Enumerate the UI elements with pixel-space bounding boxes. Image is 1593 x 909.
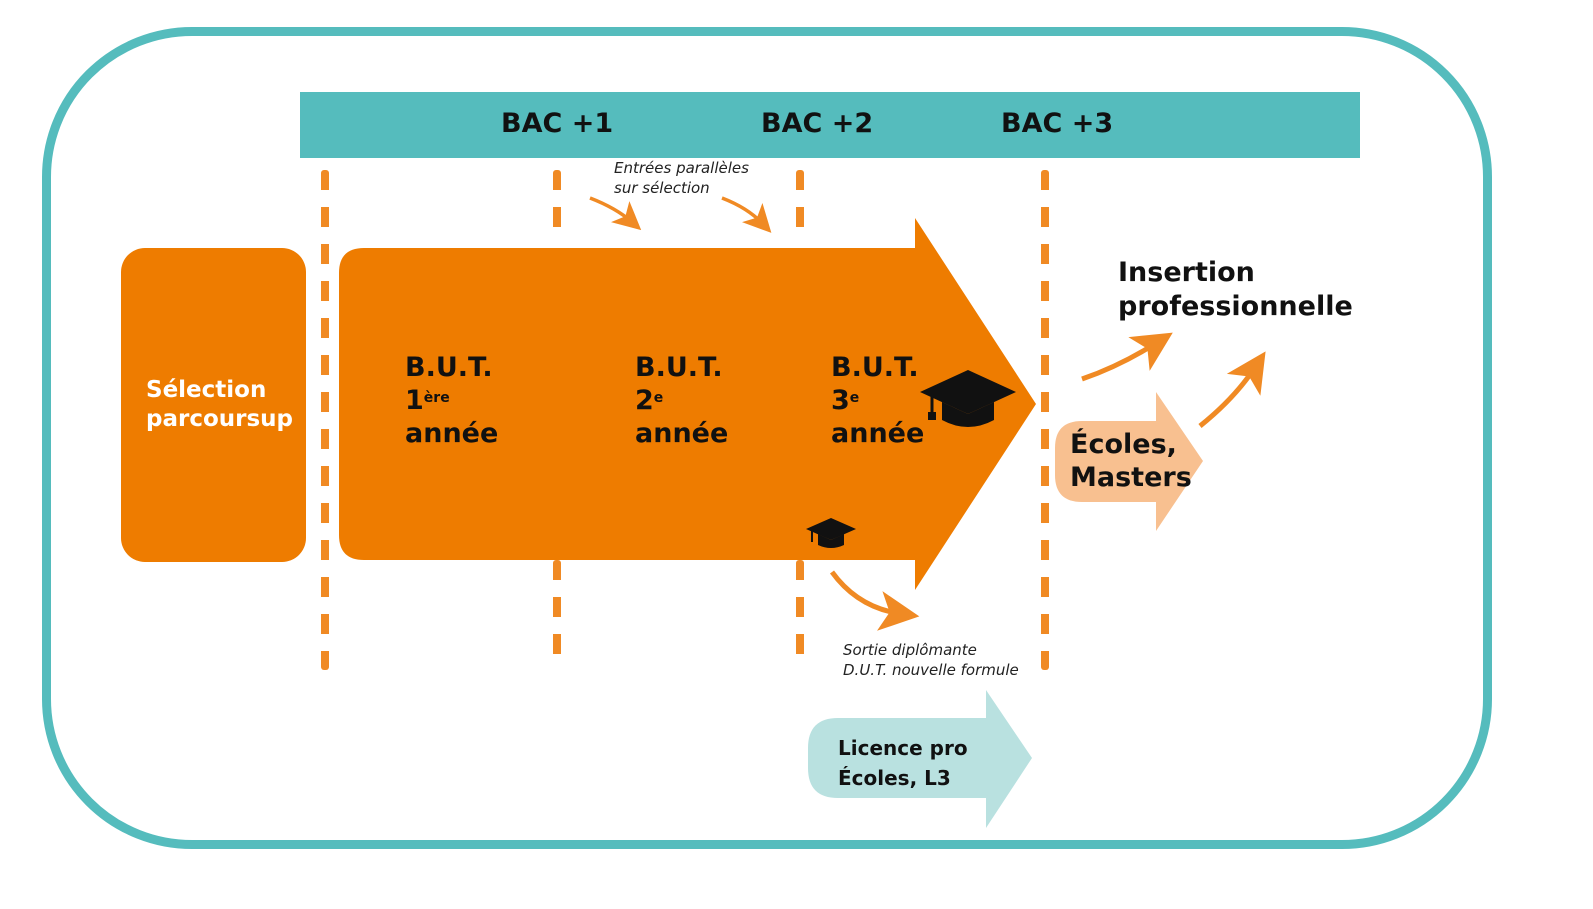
- year-3-suffix: e: [849, 390, 860, 406]
- schools-masters-label: Écoles, Masters: [1070, 428, 1192, 494]
- schools-masters-line-1: Écoles,: [1070, 429, 1177, 460]
- bac-plus-3-label: BAC +3: [1001, 108, 1114, 139]
- graduation-cap-icon: [920, 370, 1016, 427]
- year-2-label: B.U.T. 2e année: [635, 351, 728, 450]
- year-3-word: année: [831, 418, 925, 449]
- licence-line-2: Écoles, L3: [838, 766, 951, 790]
- separator-line-bac3: [1041, 170, 1049, 670]
- insertion-line-2: professionnelle: [1118, 291, 1353, 322]
- selection-label: Sélection parcoursup: [146, 376, 293, 434]
- year-2-ordinal: 2e: [635, 384, 728, 417]
- separator-line-bac2-bottom: [796, 560, 804, 670]
- year-2-word: année: [635, 418, 729, 449]
- parallel-entry-arrow-2: [721, 196, 772, 233]
- year-1-number: 1: [405, 385, 424, 416]
- selection-line-2: parcoursup: [146, 406, 294, 432]
- year-2-suffix: e: [653, 390, 664, 406]
- licence-arrow: [808, 690, 1032, 828]
- bac-level-bar: [300, 92, 1360, 158]
- schools-masters-arrow: [1055, 392, 1203, 531]
- year-2-title: B.U.T.: [635, 352, 723, 383]
- graduating-exit-arrow: [829, 570, 920, 631]
- parallel-entries-note: Entrées parallèles sur sélection: [614, 158, 749, 198]
- insertion-line-1: Insertion: [1118, 257, 1255, 288]
- selection-line-1: Sélection: [146, 377, 267, 403]
- year-2-number: 2: [635, 385, 654, 416]
- separator-line-bac: [321, 170, 329, 670]
- separator-line-bac1-bottom: [553, 560, 561, 670]
- rounded-frame: [42, 27, 1492, 849]
- bac-plus-2-label: BAC +2: [761, 108, 874, 139]
- year-3-ordinal: 3e: [831, 384, 924, 417]
- graduating-exit-line-2: D.U.T. nouvelle formule: [843, 661, 1019, 679]
- but-main-arrow: [339, 218, 1036, 590]
- selection-box: [121, 248, 306, 562]
- graduating-exit-note: Sortie diplômante D.U.T. nouvelle formul…: [843, 640, 1019, 680]
- year-3-number: 3: [831, 385, 850, 416]
- separator-line-bac1-top: [553, 170, 561, 240]
- separator-line-bac2-top: [796, 170, 804, 240]
- insertion-arrow-2: [1198, 351, 1266, 428]
- licence-line-1: Licence pro: [838, 736, 968, 760]
- parallel-entries-line-2: sur sélection: [614, 179, 710, 197]
- year-3-label: B.U.T. 3e année: [831, 351, 924, 450]
- parallel-entries-line-1: Entrées parallèles: [614, 159, 749, 177]
- year-1-ordinal: 1ère: [405, 384, 498, 417]
- insertion-label: Insertion professionnelle: [1118, 256, 1353, 324]
- parallel-entry-arrow-1: [589, 196, 642, 231]
- licence-label: Licence pro Écoles, L3: [838, 733, 968, 793]
- year-1-label: B.U.T. 1ère année: [405, 351, 498, 450]
- insertion-arrow-1: [1081, 332, 1173, 382]
- graduating-exit-line-1: Sortie diplômante: [843, 641, 977, 659]
- year-1-title: B.U.T.: [405, 352, 493, 383]
- graduation-cap-icon: [806, 518, 856, 548]
- bac-plus-1-label: BAC +1: [501, 108, 614, 139]
- year-1-suffix: ère: [423, 390, 450, 406]
- schools-masters-line-2: Masters: [1070, 462, 1192, 493]
- year-3-title: B.U.T.: [831, 352, 919, 383]
- year-1-word: année: [405, 418, 499, 449]
